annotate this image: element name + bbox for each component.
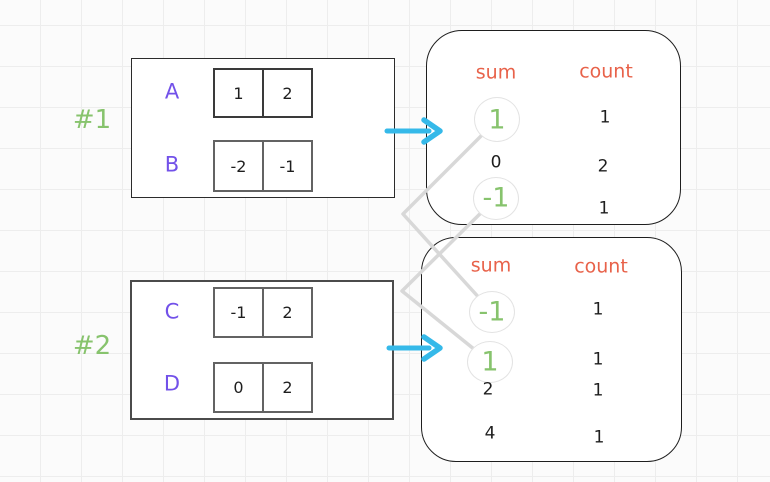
- array-row-label-b: B: [164, 152, 180, 177]
- sum-value: 2: [482, 379, 494, 400]
- sum-value: 1: [488, 104, 506, 136]
- count-value: 2: [597, 156, 609, 177]
- array-cell: 0: [233, 378, 244, 397]
- sum-value: -1: [482, 182, 510, 214]
- array-cell: 2: [262, 70, 311, 116]
- group-1-label: #1: [72, 105, 112, 135]
- sum-header: sum: [475, 61, 517, 84]
- sum-value: 0: [490, 152, 502, 173]
- sum-header: sum: [470, 254, 512, 277]
- array-cell: 1: [233, 83, 244, 103]
- result-box-1: [426, 30, 681, 225]
- array-row-label-a: A: [164, 79, 180, 104]
- array-cells-b: -2 -1: [213, 140, 313, 192]
- array-cell: 2: [262, 364, 311, 411]
- array-cell: 2: [262, 289, 311, 336]
- count-value: 1: [592, 380, 604, 401]
- count-header: count: [579, 60, 633, 83]
- array-cells-c: -1 2: [213, 287, 313, 338]
- array-cell: -1: [262, 142, 311, 190]
- count-value: 1: [599, 107, 611, 128]
- group-2-label: #2: [72, 331, 112, 361]
- array-cell: -2: [230, 156, 247, 176]
- count-value: 1: [592, 349, 604, 370]
- count-value: 1: [598, 198, 610, 219]
- array-row-label-d: D: [163, 371, 181, 396]
- sum-value: 4: [484, 423, 496, 444]
- count-value: 1: [592, 299, 604, 320]
- array-row-label-c: C: [164, 299, 180, 324]
- result-box-2: [421, 237, 682, 462]
- sum-value: 1: [481, 346, 499, 378]
- count-header: count: [574, 255, 628, 278]
- array-cells-a: 1 2: [213, 68, 313, 118]
- array-cells-d: 0 2: [213, 362, 313, 413]
- sum-value: -1: [478, 296, 506, 328]
- array-cell: -1: [230, 303, 247, 322]
- count-value: 1: [593, 427, 605, 448]
